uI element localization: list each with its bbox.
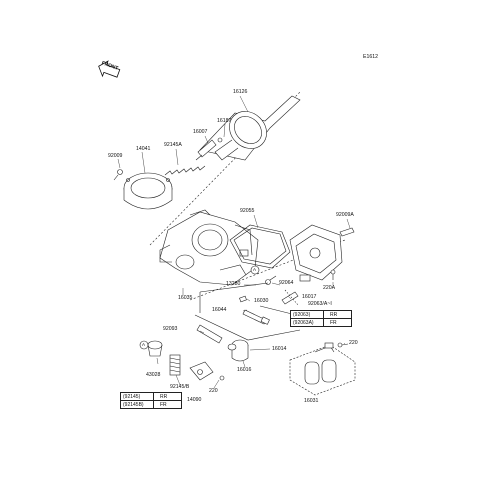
table-cell-part: (92145) [121, 393, 154, 400]
front-arrow-icon [98, 60, 121, 78]
marker-a-circle-2 [139, 340, 149, 350]
marker-a-label-1: A [253, 267, 257, 272]
leader-lines [117, 95, 351, 389]
table-cell-pos: RR [160, 393, 168, 400]
plunger-43028 [147, 340, 163, 357]
part-label-220-lower: 220 [209, 388, 218, 394]
part-label-92145B: 92145/B [170, 384, 190, 390]
spring-92145B [169, 354, 181, 376]
spring-92145A [164, 165, 206, 176]
marker-a-label-2: A [142, 342, 146, 347]
part-label-16126: 16126 [233, 89, 248, 95]
screw-92009 [113, 169, 123, 181]
vacuum-piston-16126 [199, 95, 301, 161]
table-cell-pos: FR [160, 401, 167, 408]
float-bowl [289, 224, 343, 282]
table-row: (92063) RR [291, 311, 351, 318]
jet-16030 [239, 295, 247, 303]
table-row: (92063A) FR [291, 318, 351, 326]
part-label-92055: 92055 [240, 208, 255, 214]
part-label-92009A: 92009A [336, 212, 354, 218]
part-16017 [281, 289, 299, 306]
part-label-16017: 16017 [302, 294, 317, 300]
part-label-220-right: 220 [349, 340, 358, 346]
screw-220-lower [219, 375, 225, 381]
marker-a-circle-1 [250, 265, 260, 275]
part-label-16014: 16014 [272, 346, 287, 352]
float-16031 [289, 342, 356, 396]
part-label-92063AI: 92063/A~I [308, 301, 332, 307]
needle-jet-16044 [242, 309, 270, 325]
part-label-16007: 16007 [193, 129, 208, 135]
part-label-14041: 14041 [136, 146, 151, 152]
table-cell-part: (92063) [291, 311, 324, 318]
table-row: (92145) RR [121, 393, 181, 400]
screw-220-right [337, 342, 349, 348]
table-cell-pos: RR [330, 311, 338, 318]
table-cell-pos: FR [330, 319, 337, 326]
part-label-16035: 16035 [178, 295, 193, 301]
top-cover-14041 [123, 172, 173, 210]
part-label-13280: 13280 [226, 281, 241, 287]
gasket-92055 [229, 224, 291, 269]
carburetor-body [159, 209, 259, 286]
table-92063: (92063) RR (92063A) FR [290, 310, 352, 327]
part-label-220A: 220A [323, 285, 336, 291]
part-label-92009: 92009 [108, 153, 123, 159]
part-label-92145A: 92145A [164, 142, 182, 148]
part-label-16187: 16187 [217, 118, 232, 124]
float-jet-16014 [227, 339, 249, 362]
reference-code: E1612 [363, 54, 379, 60]
part-label-16031: 16031 [304, 398, 319, 404]
table-row: (92145B) FR [121, 400, 181, 408]
cap-14090 [189, 361, 214, 381]
part-label-92093: 92093 [163, 326, 178, 332]
table-cell-part: (92063A) [291, 319, 324, 326]
part-label-92064: 92064 [279, 280, 294, 286]
part-label-16030: 16030 [254, 298, 269, 304]
part-label-14090: 14090 [187, 397, 202, 403]
part-label-16044: 16044 [212, 307, 227, 313]
part-label-43028: 43028 [146, 372, 161, 378]
oring-92093 [196, 324, 223, 344]
part-label-16016: 16016 [237, 367, 252, 373]
table-92145: (92145) RR (92145B) FR [120, 392, 182, 409]
jet-needle-16007 [195, 137, 223, 161]
screw-92009A [339, 227, 355, 237]
table-cell-part: (92145B) [121, 401, 154, 408]
screw-220A [330, 269, 336, 280]
